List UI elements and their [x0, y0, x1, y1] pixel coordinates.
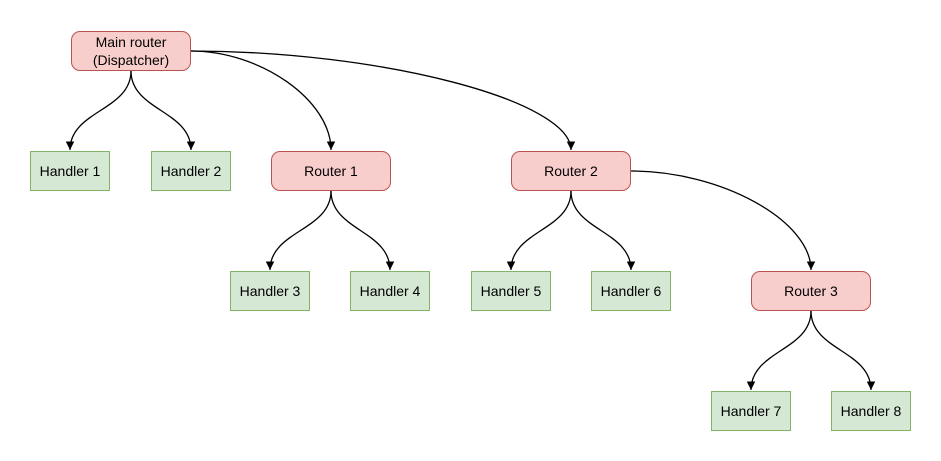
edge-router-1-to-handler-3 [265, 190, 332, 271]
node-label-router-2: Router 2 [544, 163, 598, 179]
node-label-handler-8: Handler 8 [840, 403, 902, 419]
node-handler-3: Handler 3 [230, 271, 310, 311]
node-handler-8: Handler 8 [831, 391, 911, 431]
edge-router-2-to-router-3 [630, 170, 816, 271]
node-main-router: Main router (Dispatcher) [71, 31, 191, 71]
node-handler-5: Handler 5 [471, 271, 551, 311]
edge-router-3-to-handler-7 [746, 310, 812, 391]
node-label-handler-3: Handler 3 [239, 283, 301, 299]
node-handler-6: Handler 6 [591, 271, 671, 311]
edge-router-1-to-handler-4 [330, 190, 395, 271]
node-router-2: Router 2 [511, 151, 631, 191]
node-label-handler-5: Handler 5 [480, 283, 542, 299]
node-handler-1: Handler 1 [30, 151, 110, 191]
edge-main-router-to-router-1 [190, 50, 336, 151]
node-router-1: Router 1 [271, 151, 391, 191]
node-label-handler-4: Handler 4 [359, 283, 421, 299]
node-label-router-3: Router 3 [784, 283, 838, 299]
node-label-handler-1: Handler 1 [39, 163, 101, 179]
node-handler-7: Handler 7 [711, 391, 791, 431]
node-label-handler-2: Handler 2 [160, 163, 222, 179]
node-router-3: Router 3 [751, 271, 871, 311]
edge-router-2-to-handler-5 [506, 190, 572, 271]
edge-main-router-to-router-2 [190, 50, 576, 151]
node-label-handler-6: Handler 6 [600, 283, 662, 299]
node-label-handler-7: Handler 7 [720, 403, 782, 419]
node-label-router-1: Router 1 [304, 163, 358, 179]
edge-main-router-to-handler-2 [130, 70, 196, 151]
node-label-main-router: Main router (Dispatcher) [92, 34, 170, 68]
edge-router-3-to-handler-8 [810, 310, 876, 391]
node-handler-4: Handler 4 [350, 271, 430, 311]
node-handler-2: Handler 2 [151, 151, 231, 191]
edge-router-2-to-handler-6 [570, 190, 636, 271]
edge-main-router-to-handler-1 [65, 70, 132, 151]
